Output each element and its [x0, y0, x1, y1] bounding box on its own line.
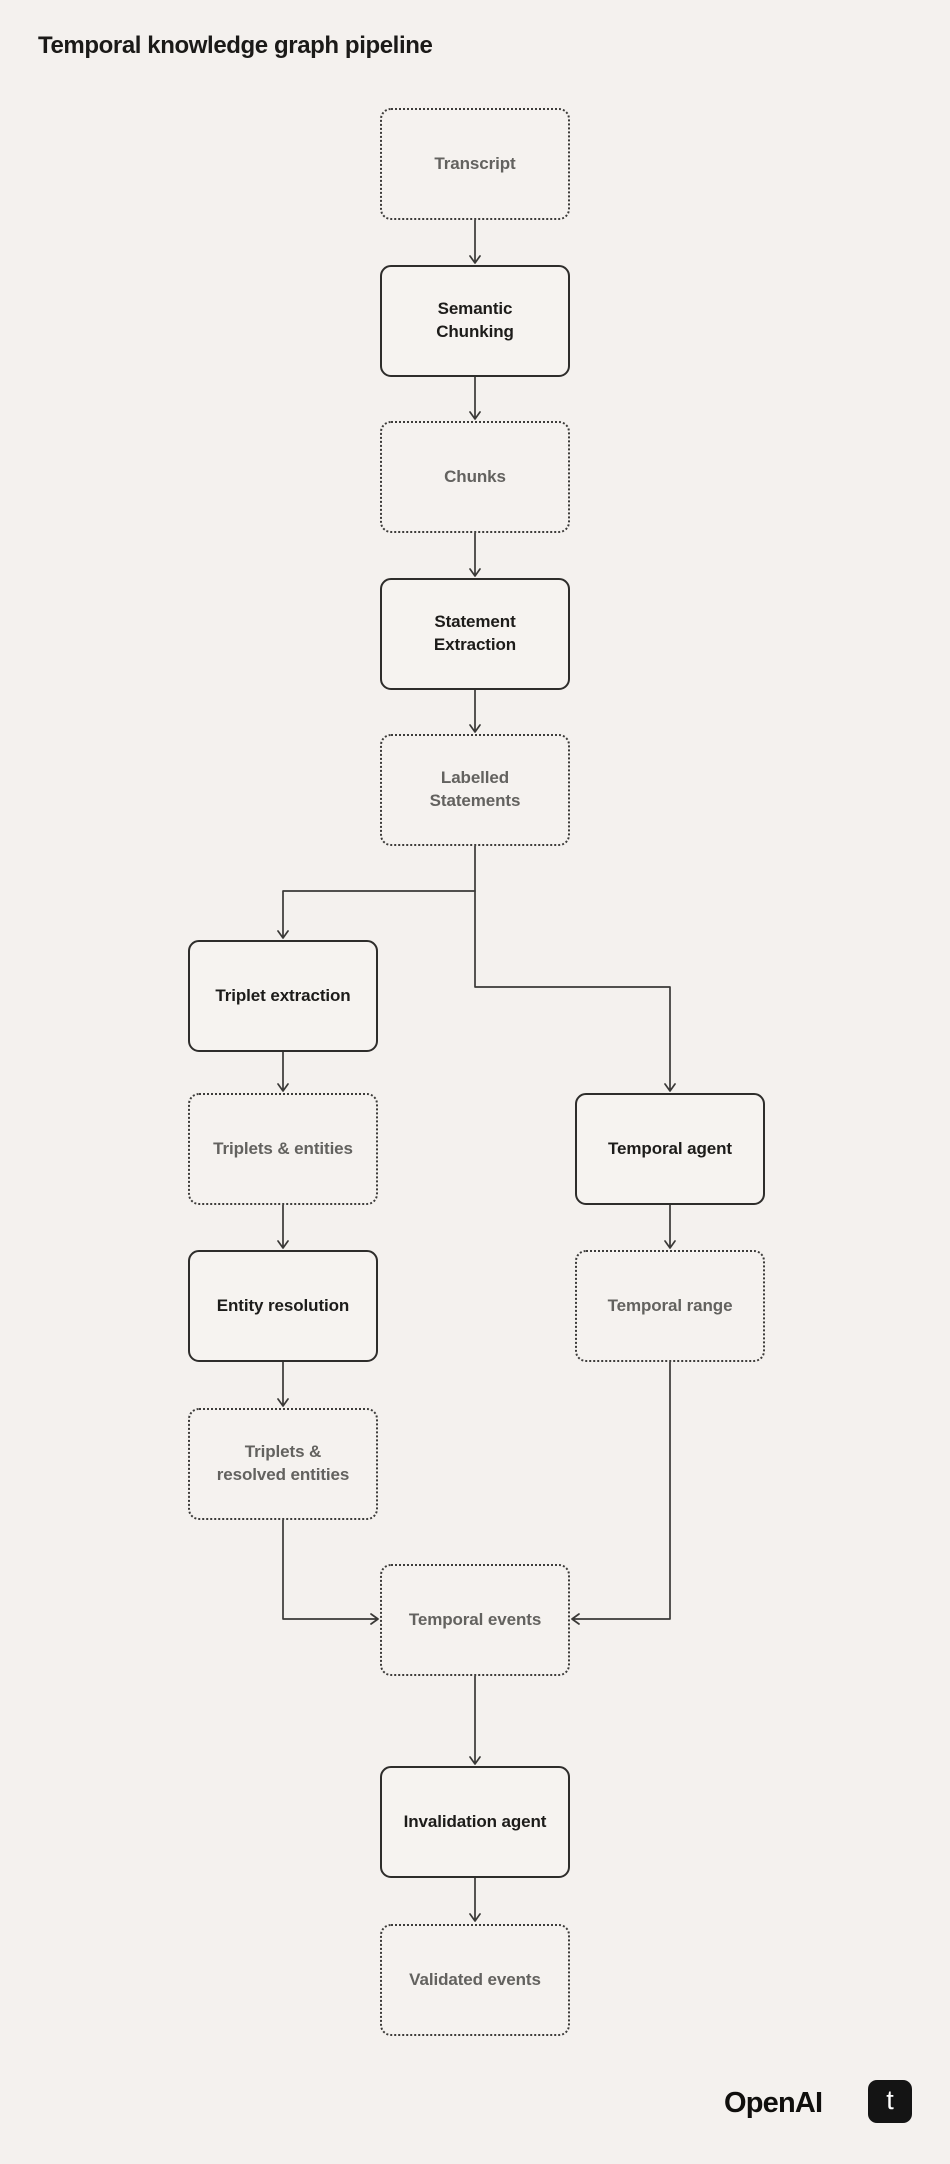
- node-validated-events: Validated events: [380, 1924, 570, 2036]
- edge-transcript-semantic-chunking: [469, 219, 481, 264]
- page-title: Temporal knowledge graph pipeline: [38, 32, 433, 59]
- edge-statement-extraction-labelled-statements: [469, 689, 481, 733]
- node-triplets-entities: Triplets & entities: [188, 1093, 378, 1205]
- tines-logo: t: [868, 2080, 912, 2123]
- node-triplet-extraction-label: Triplet extraction: [215, 985, 351, 1005]
- edge-semantic-chunking-chunks: [469, 376, 481, 420]
- node-triplets-entities-label: Triplets & entities: [213, 1138, 353, 1158]
- node-temporal-range-label: Temporal range: [607, 1295, 733, 1315]
- node-invalidation-agent: Invalidation agent: [380, 1766, 570, 1878]
- node-invalidation-agent-label: Invalidation agent: [403, 1811, 547, 1831]
- node-triplets-resolved-entities: Triplets & resolved entities: [188, 1408, 378, 1520]
- node-validated-events-label: Validated events: [409, 1969, 541, 1989]
- edge-chunks-statement-extraction: [469, 532, 481, 577]
- node-temporal-agent: Temporal agent: [575, 1093, 765, 1205]
- node-statement-extraction: Statement Extraction: [380, 578, 570, 690]
- node-entity-resolution: Entity resolution: [188, 1250, 378, 1362]
- node-chunks-label: Chunks: [444, 466, 506, 486]
- node-temporal-events-label: Temporal events: [408, 1609, 542, 1629]
- node-labelled-statements-label: Labelled Statements: [429, 768, 521, 810]
- node-transcript: Transcript: [380, 108, 570, 220]
- edge-entity-resolution-triplets-resolved: [277, 1361, 289, 1407]
- edge-labelled-statements-temporal-agent: [474, 845, 676, 1092]
- edge-temporal-events-invalidation-agent: [469, 1675, 481, 1765]
- node-temporal-agent-label: Temporal agent: [608, 1138, 732, 1158]
- node-entity-resolution-label: Entity resolution: [216, 1295, 350, 1315]
- node-transcript-label: Transcript: [434, 153, 516, 173]
- node-temporal-events: Temporal events: [380, 1564, 570, 1676]
- node-semantic-chunking: Semantic Chunking: [380, 265, 570, 377]
- node-temporal-range: Temporal range: [575, 1250, 765, 1362]
- edge-triplet-extraction-triplets-entities: [277, 1051, 289, 1092]
- edge-triplets-resolved-temporal-events: [282, 1519, 379, 1625]
- edge-temporal-range-temporal-events: [571, 1361, 671, 1625]
- tines-logo-letter: t: [886, 2085, 894, 2115]
- node-statement-extraction-label: Statement Extraction: [433, 612, 517, 654]
- edge-labelled-statements-triplet-extraction: [277, 890, 476, 939]
- node-triplet-extraction: Triplet extraction: [188, 940, 378, 1052]
- openai-wordmark: OpenAI: [724, 2087, 823, 2119]
- node-semantic-chunking-label: Semantic Chunking: [436, 299, 514, 341]
- edge-invalidation-agent-validated-events: [469, 1877, 481, 1922]
- edge-temporal-agent-temporal-range: [664, 1204, 676, 1249]
- edge-triplets-entities-entity-resolution: [277, 1204, 289, 1249]
- node-triplets-resolved-entities-label: Triplets & resolved entities: [216, 1442, 350, 1484]
- node-labelled-statements: Labelled Statements: [380, 734, 570, 846]
- node-chunks: Chunks: [380, 421, 570, 533]
